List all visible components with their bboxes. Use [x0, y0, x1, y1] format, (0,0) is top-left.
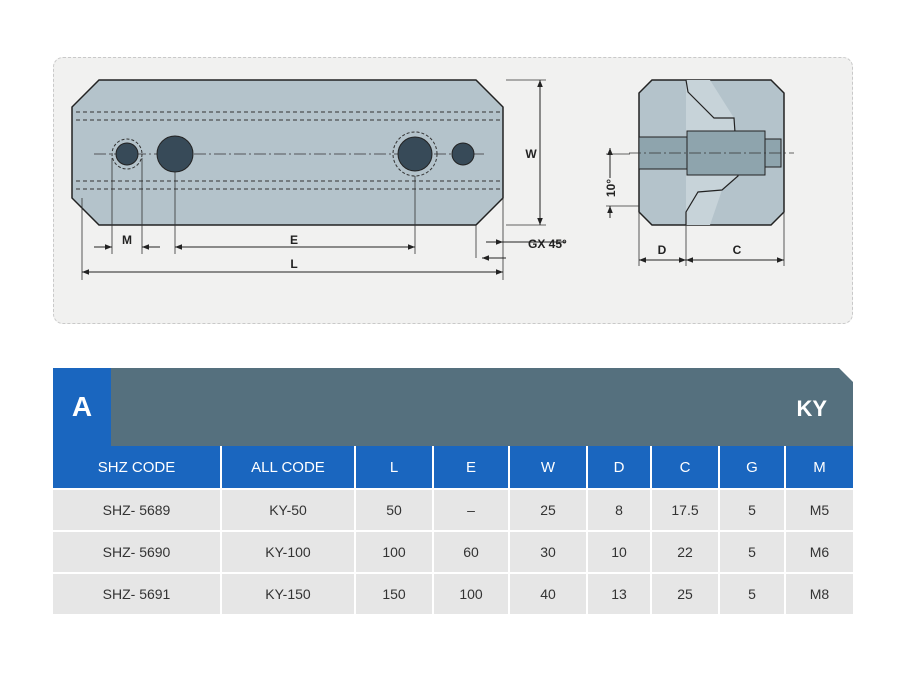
- column-header: M: [785, 446, 853, 490]
- section-letter: A: [71, 391, 93, 422]
- column-header: C: [651, 446, 720, 490]
- technical-drawing: M E L W GX 45° 10°: [71, 79, 794, 280]
- table-cell: 8: [587, 489, 652, 532]
- table-cell: SHZ- 5691: [53, 573, 222, 616]
- table-cell: 13: [587, 573, 652, 616]
- dim-w-label: W: [525, 147, 537, 161]
- large-hole-left: [156, 135, 194, 173]
- table-cell: 5: [719, 531, 786, 574]
- spec-table: SHZ CODE ALL CODE L E W D C G M SHZ- 568…: [53, 446, 853, 616]
- table-cell: 25: [509, 489, 588, 532]
- table-cell: SHZ- 5689: [53, 489, 222, 532]
- dim-l-label: L: [290, 257, 297, 271]
- table-cell: KY-150: [221, 573, 356, 616]
- large-hole-right: [392, 131, 438, 177]
- column-header: D: [587, 446, 652, 490]
- table-cell: M8: [785, 573, 853, 616]
- series-name: KY: [796, 396, 827, 421]
- small-hole-right: [451, 142, 475, 166]
- table-row: SHZ- 5689 KY-50 50 – 25 8 17.5 5 M5: [53, 489, 853, 532]
- column-header: W: [509, 446, 588, 490]
- table-cell: 30: [509, 531, 588, 574]
- table-cell: 22: [651, 531, 720, 574]
- table-cell: SHZ- 5690: [53, 531, 222, 574]
- column-header: L: [355, 446, 434, 490]
- small-hole-left: [111, 138, 143, 170]
- header-background: [53, 368, 853, 446]
- dim-c-label: C: [733, 243, 742, 257]
- table-cell: 5: [719, 573, 786, 616]
- chamfer-label: GX 45°: [528, 237, 567, 251]
- table-cell: –: [433, 489, 510, 532]
- table-cell: M6: [785, 531, 853, 574]
- table-cell: 25: [651, 573, 720, 616]
- series-header-bar: A KY: [53, 368, 853, 446]
- column-header: SHZ CODE: [53, 446, 222, 490]
- table-cell: 17.5: [651, 489, 720, 532]
- table-cell: 50: [355, 489, 434, 532]
- dim-m-label: M: [122, 233, 132, 247]
- column-header: E: [433, 446, 510, 490]
- dim-e-label: E: [290, 233, 298, 247]
- angle-label: 10°: [604, 179, 618, 197]
- dim-d-label: D: [658, 243, 667, 257]
- drawing-panel: M E L W GX 45° 10°: [53, 57, 853, 324]
- table-cell: 100: [433, 573, 510, 616]
- table-cell: 150: [355, 573, 434, 616]
- table-row: SHZ- 5690 KY-100 100 60 30 10 22 5 M6: [53, 531, 853, 574]
- table-row: SHZ- 5691 KY-150 150 100 40 13 25 5 M8: [53, 573, 853, 616]
- column-header: ALL CODE: [221, 446, 356, 490]
- table-cell: 60: [433, 531, 510, 574]
- table-cell: 5: [719, 489, 786, 532]
- table-header-row: SHZ CODE ALL CODE L E W D C G M: [53, 446, 853, 490]
- table-cell: 40: [509, 573, 588, 616]
- table-cell: KY-50: [221, 489, 356, 532]
- column-header: G: [719, 446, 786, 490]
- table-cell: M5: [785, 489, 853, 532]
- table-cell: 100: [355, 531, 434, 574]
- table-cell: 10: [587, 531, 652, 574]
- table-cell: KY-100: [221, 531, 356, 574]
